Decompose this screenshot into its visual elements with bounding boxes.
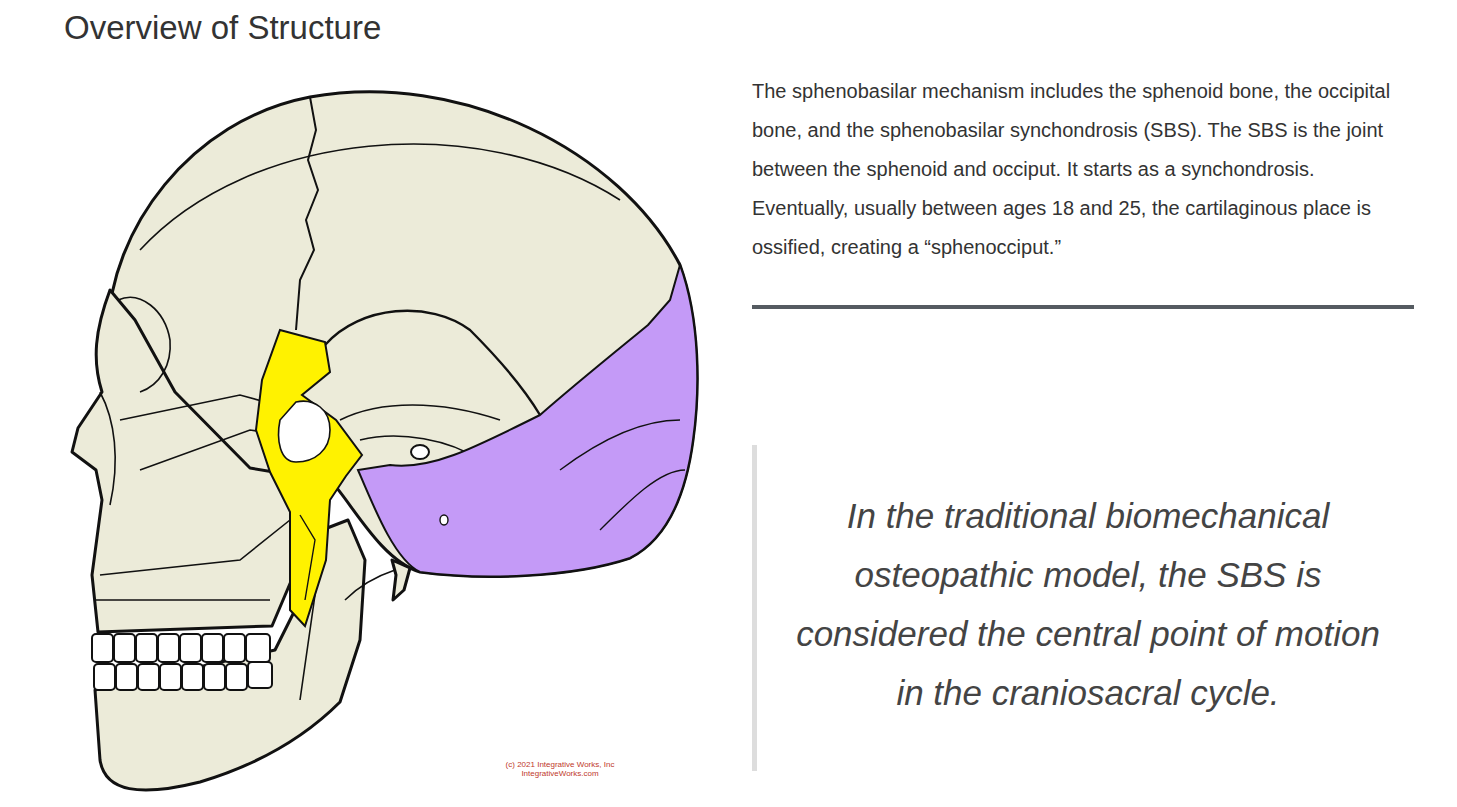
copyright-url: IntegrativeWorks.com xyxy=(470,769,650,778)
ear-canal xyxy=(411,445,429,459)
nasal xyxy=(100,392,115,505)
page-title: Overview of Structure xyxy=(64,8,381,48)
orbit xyxy=(118,297,170,392)
body-paragraph: The sphenobasilar mechanism includes the… xyxy=(752,72,1416,267)
maxilla xyxy=(95,520,290,600)
zygomatic-arch xyxy=(120,395,330,470)
temporal-squama xyxy=(325,311,540,415)
mastoid xyxy=(392,560,410,600)
copyright-note: (c) 2021 Integrative Works, Inc xyxy=(470,760,650,769)
divider-rule xyxy=(752,305,1414,309)
quote-bar xyxy=(752,445,757,771)
pull-quote: In the traditional biomechanical osteopa… xyxy=(782,486,1394,722)
sphenoid-bone xyxy=(256,330,362,626)
temporal-line xyxy=(140,144,620,250)
occipital-bone xyxy=(358,265,697,576)
coronal-suture xyxy=(296,97,318,330)
